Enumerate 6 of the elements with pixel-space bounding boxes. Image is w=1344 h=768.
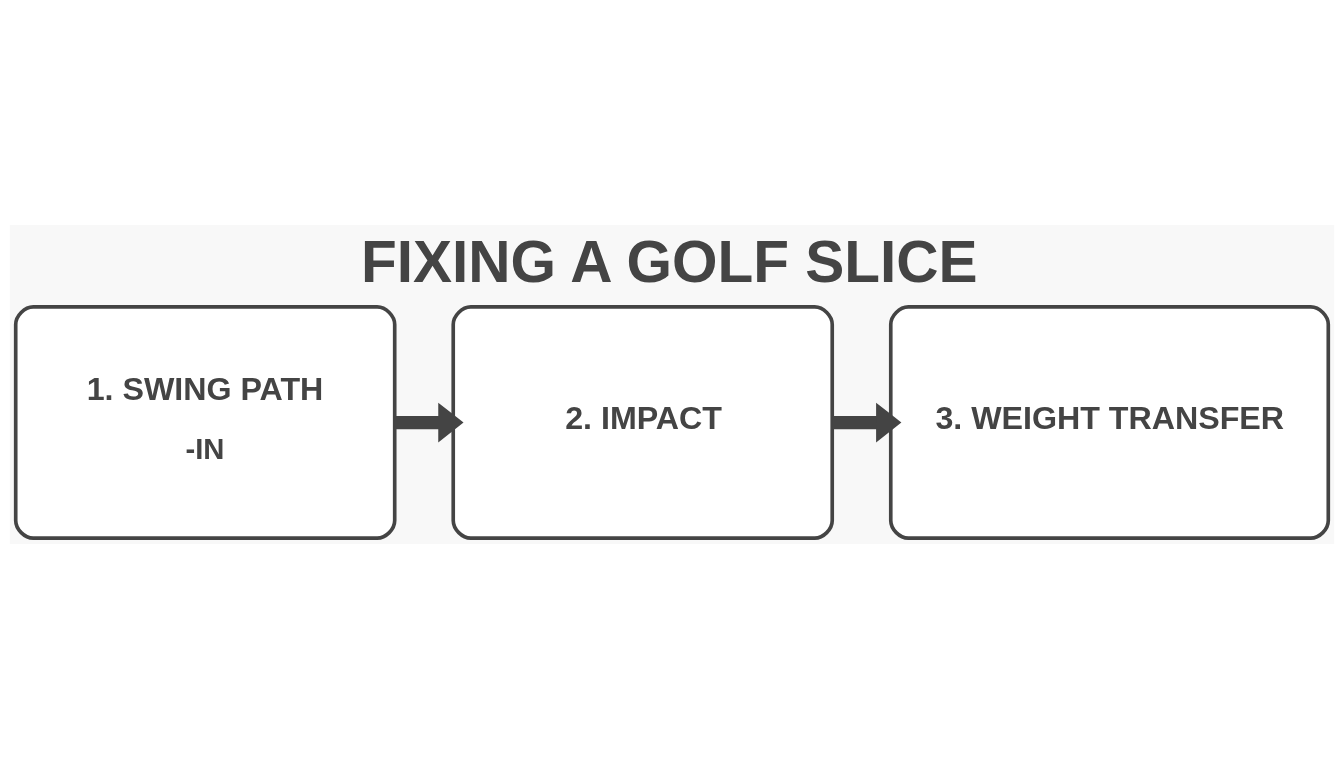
node-box: 2. IMPACT [451,304,835,540]
node-box: 1. SWING PATH -IN [13,304,397,540]
arrow [394,402,464,442]
node-box: 3. WEIGHT TRANSFER [888,304,1331,540]
diagram-title: FIXING A GOLF SLICE [361,228,978,294]
arrow [832,402,902,442]
